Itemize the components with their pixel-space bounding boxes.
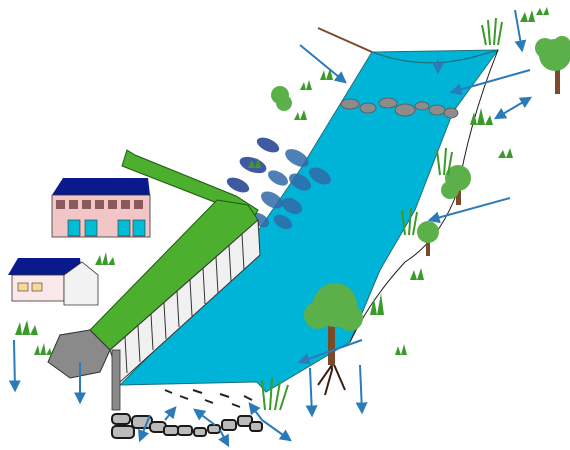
culvert-portal bbox=[47, 329, 111, 379]
reed-icon bbox=[481, 17, 503, 46]
grass-tuft-icon bbox=[470, 108, 493, 125]
grass-tuft-icon bbox=[410, 268, 424, 280]
house-large bbox=[51, 178, 151, 238]
stone-icon bbox=[443, 107, 459, 119]
grass-tuft-icon bbox=[15, 320, 38, 335]
arrow-icon bbox=[355, 364, 368, 415]
river-channel bbox=[118, 49, 499, 393]
river-water bbox=[118, 49, 499, 393]
stone-icon bbox=[340, 98, 360, 110]
stone-icon bbox=[414, 101, 430, 111]
arrow-icon bbox=[449, 69, 531, 96]
tree-icon bbox=[441, 165, 471, 205]
house-icon bbox=[52, 178, 150, 195]
house-small bbox=[8, 258, 99, 306]
riprap-stones bbox=[111, 413, 263, 439]
tree-icon bbox=[271, 86, 292, 111]
tree-icon bbox=[535, 36, 570, 94]
grass-tuft-icon bbox=[498, 148, 513, 158]
arrow-icon bbox=[493, 96, 533, 120]
top-bank-edge bbox=[317, 27, 373, 53]
grass-tuft-icon bbox=[248, 158, 261, 168]
grass-tuft-icon bbox=[300, 80, 312, 90]
water-line bbox=[371, 49, 499, 64]
arrow-icon bbox=[164, 406, 177, 421]
arrow-icon bbox=[137, 414, 151, 443]
stone-icon bbox=[177, 425, 193, 436]
stone-icon bbox=[359, 102, 377, 114]
stone-icon bbox=[394, 103, 416, 117]
culvert-structure bbox=[47, 149, 261, 411]
grass-tufts bbox=[15, 7, 549, 355]
grass-tuft-icon bbox=[34, 343, 52, 355]
tree-icon bbox=[417, 221, 439, 256]
boulder-icon bbox=[256, 137, 280, 153]
boulder-icon bbox=[281, 197, 303, 215]
arrow-icon bbox=[299, 44, 347, 84]
reed-icon bbox=[261, 377, 289, 411]
stone-weir bbox=[340, 97, 459, 119]
boulder-icon bbox=[285, 149, 309, 167]
stone-icon bbox=[428, 104, 446, 116]
double-arrows bbox=[493, 96, 533, 120]
boulder-icon bbox=[309, 167, 331, 185]
arrow-icon bbox=[248, 402, 263, 421]
tree-icon bbox=[304, 283, 363, 396]
stone-icon bbox=[193, 427, 207, 437]
flow-arrows bbox=[8, 9, 531, 448]
boulder-icon bbox=[273, 214, 293, 230]
reeds bbox=[261, 17, 503, 411]
stone-icon bbox=[221, 419, 237, 431]
arrow-icon bbox=[297, 339, 363, 365]
boulder-icon bbox=[261, 191, 283, 209]
culvert-slats bbox=[124, 233, 245, 374]
boulder-icon bbox=[268, 170, 288, 186]
arrow-icon bbox=[218, 429, 230, 448]
right-bank-edge bbox=[349, 49, 499, 343]
culvert-post bbox=[111, 349, 121, 411]
grass-tuft-icon bbox=[95, 252, 115, 265]
grass-tuft-icon bbox=[536, 7, 549, 15]
grass-tuft-icon bbox=[294, 110, 307, 120]
stone-icon bbox=[163, 425, 179, 436]
stone-icon bbox=[378, 97, 398, 109]
arrow-icon bbox=[514, 9, 527, 53]
arrow-icon bbox=[8, 339, 21, 393]
house-icon bbox=[8, 258, 82, 275]
reed-icon bbox=[436, 147, 453, 176]
arrow-icon bbox=[193, 408, 216, 426]
boulder-icon bbox=[226, 177, 250, 193]
stone-icon bbox=[249, 421, 263, 432]
sediment-marks bbox=[164, 389, 253, 408]
grass-tuft-icon bbox=[320, 68, 333, 80]
arrow-icon bbox=[427, 197, 511, 224]
stone-icon bbox=[237, 415, 253, 427]
reed-icon bbox=[401, 207, 418, 236]
grass-tuft-icon bbox=[370, 293, 384, 315]
stone-icon bbox=[207, 424, 221, 434]
stone-icon bbox=[111, 425, 135, 439]
grass-tuft-icon bbox=[520, 10, 535, 22]
arrow-icon bbox=[305, 367, 318, 418]
grass-tuft-icon bbox=[395, 344, 407, 355]
boulder-icon bbox=[289, 173, 311, 191]
stone-icon bbox=[111, 413, 131, 425]
arrow-icon bbox=[261, 419, 292, 442]
